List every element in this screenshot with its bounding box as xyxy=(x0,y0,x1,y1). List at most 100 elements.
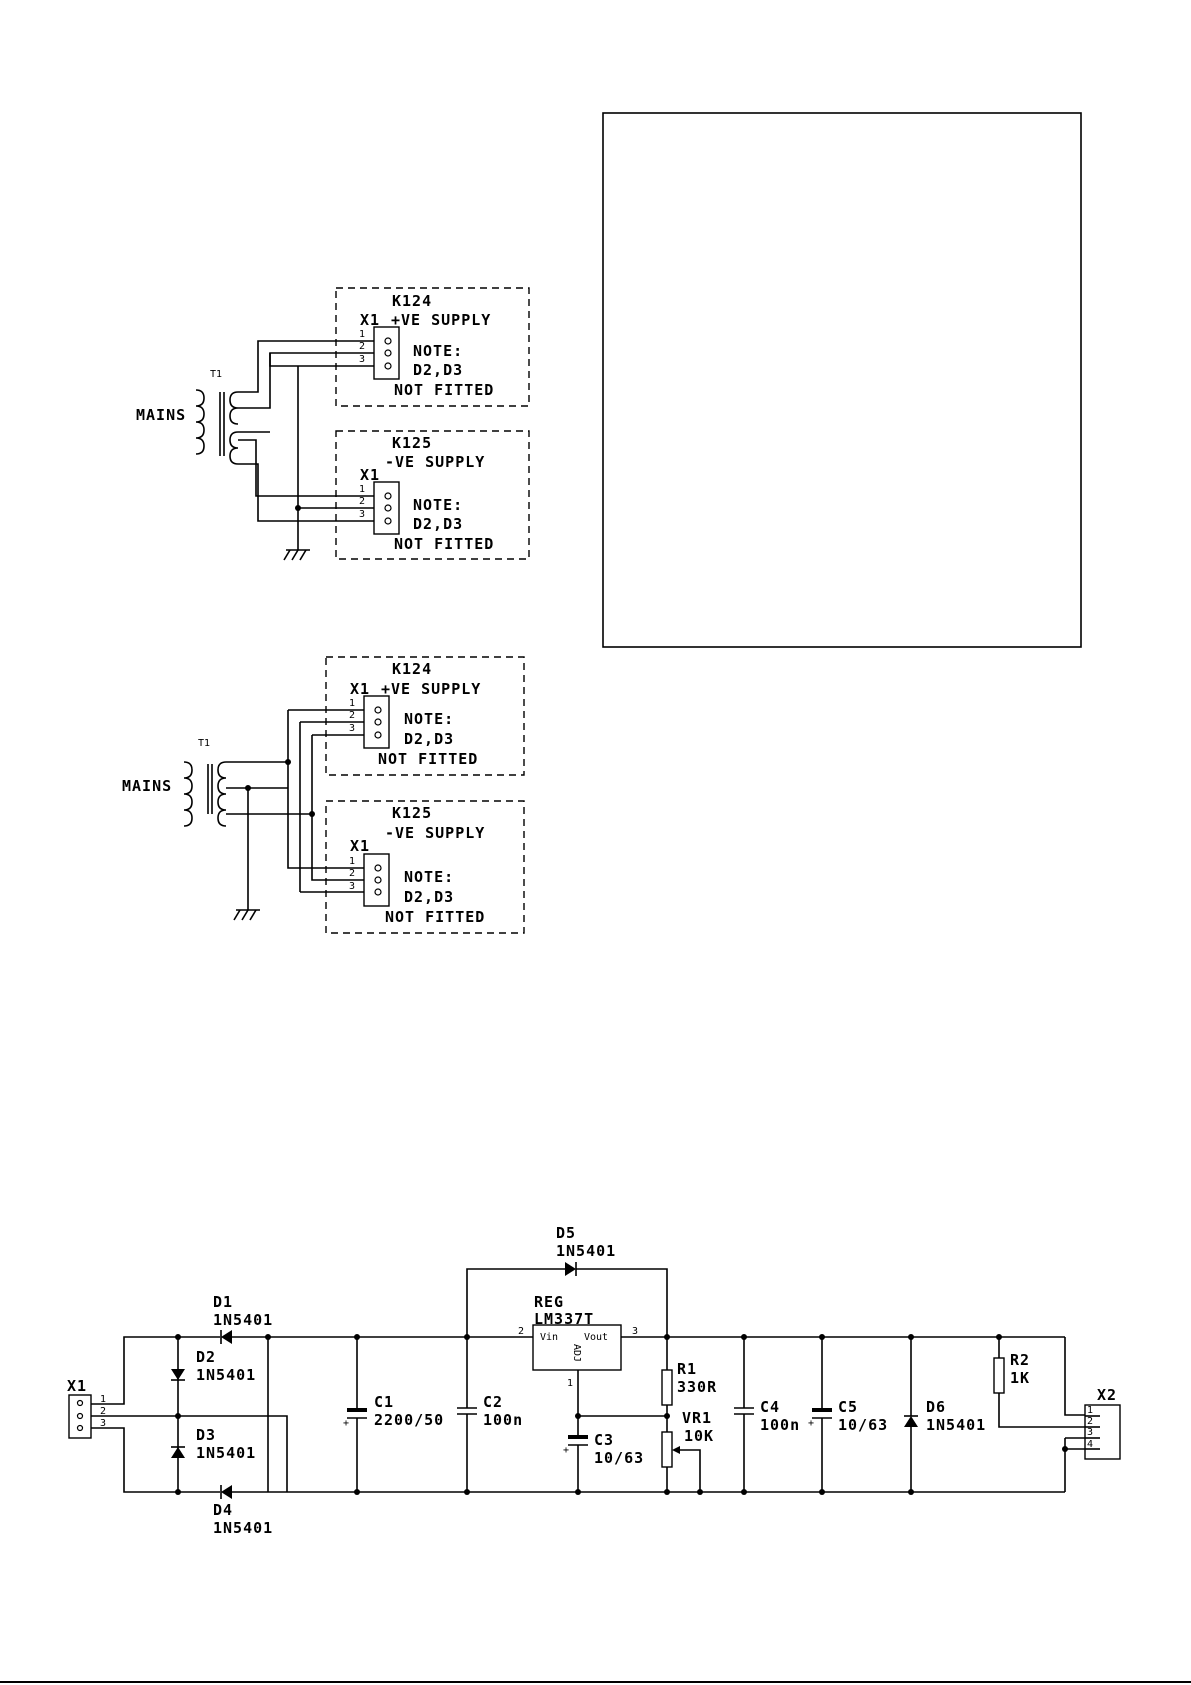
mains-label: MAINS xyxy=(122,777,172,795)
transformer-label: T1 xyxy=(198,738,210,749)
connector-x2-label: X2 xyxy=(1097,1386,1117,1404)
note-diodes: D2,D3 xyxy=(404,730,454,748)
note-not-fitted: NOT FITTED xyxy=(394,535,494,553)
d3-value: 1N5401 xyxy=(196,1444,256,1462)
r2-value: 1K xyxy=(1010,1369,1030,1387)
reg-value: LM337T xyxy=(534,1310,594,1328)
transformer-label: T1 xyxy=(210,369,222,380)
vr1-value: 10K xyxy=(684,1427,714,1445)
c3-value: 10/63 xyxy=(594,1449,644,1467)
connector-x2 xyxy=(1084,1404,1121,1460)
c1-ref: C1 xyxy=(374,1393,394,1411)
note-diodes: D2,D3 xyxy=(404,888,454,906)
pin-1-label: 1 xyxy=(349,698,355,709)
reg-vout-label: Vout xyxy=(584,1332,608,1343)
pin-3-label: 3 xyxy=(349,881,355,892)
connector-x1-label: X1 xyxy=(67,1377,87,1395)
note-label: NOTE: xyxy=(413,342,463,360)
board-k124-title: +VE SUPPLY xyxy=(381,680,481,698)
r1-body xyxy=(661,1369,673,1406)
d2-ref: D2 xyxy=(196,1348,216,1366)
d6-value: 1N5401 xyxy=(926,1416,986,1434)
pin-3-label: 3 xyxy=(359,354,365,365)
pin-1-label: 1 xyxy=(349,856,355,867)
board-k124-connector: X1 xyxy=(360,311,380,329)
c5-polarity: + xyxy=(808,1418,814,1429)
d4-ref: D4 xyxy=(213,1501,233,1519)
board-k125-name: K125 xyxy=(392,804,432,822)
note-diodes: D2,D3 xyxy=(413,361,463,379)
pin-1-label: 1 xyxy=(359,484,365,495)
wiring-diagram-2: MAINS T1 K124 X1 +VE SUPPLY 1 2 3 xyxy=(122,656,525,934)
pin-2-label: 2 xyxy=(359,496,365,507)
reg-adj-label: ADJ xyxy=(571,1344,582,1362)
board-k125-connector: X1 xyxy=(350,837,370,855)
x2-pin-2-label: 2 xyxy=(1087,1416,1093,1427)
c5-ref: C5 xyxy=(838,1398,858,1416)
reg-pin-out: 3 xyxy=(632,1326,638,1337)
board-k125-title: -VE SUPPLY xyxy=(385,824,485,842)
mains-label: MAINS xyxy=(136,406,186,424)
reg-ref: REG xyxy=(534,1293,564,1311)
x2-pin-4-label: 4 xyxy=(1087,1439,1093,1450)
note-label: NOTE: xyxy=(413,496,463,514)
board-k124-name: K124 xyxy=(392,292,432,310)
board-k124-connector: X1 xyxy=(350,680,370,698)
r2-ref: R2 xyxy=(1010,1351,1030,1369)
transformer-secondary-1 xyxy=(229,391,239,425)
note-not-fitted: NOT FITTED xyxy=(378,750,478,768)
reg-vin-label: Vin xyxy=(540,1332,558,1343)
note-not-fitted: NOT FITTED xyxy=(385,908,485,926)
board-k124-outline xyxy=(325,656,525,776)
regulator-schematic: X1 1 2 3 D2 1N5401 D3 1N5401 D1 1N5401 xyxy=(67,1224,1121,1537)
x1-pin-3-label: 3 xyxy=(100,1418,106,1429)
c2-value: 100n xyxy=(483,1411,523,1429)
d5-value: 1N5401 xyxy=(556,1242,616,1260)
d2-value: 1N5401 xyxy=(196,1366,256,1384)
note-not-fitted: NOT FITTED xyxy=(394,381,494,399)
c1-value: 2200/50 xyxy=(374,1411,444,1429)
reg-pin-adj: 1 xyxy=(567,1378,573,1389)
board-k124-outline xyxy=(335,287,530,407)
pin-2-label: 2 xyxy=(349,868,355,879)
board-k124-title: +VE SUPPLY xyxy=(391,311,491,329)
board-k125-title: -VE SUPPLY xyxy=(385,453,485,471)
c2-ref: C2 xyxy=(483,1393,503,1411)
regulator-body xyxy=(532,1324,622,1371)
c3-polarity: + xyxy=(563,1445,569,1456)
r2-body xyxy=(993,1357,1005,1394)
note-diodes: D2,D3 xyxy=(413,515,463,533)
c1-polarity: + xyxy=(343,1418,349,1429)
c4-value: 100n xyxy=(760,1416,800,1434)
transformer-primary xyxy=(183,761,193,827)
reg-pin-in: 2 xyxy=(518,1326,524,1337)
transformer-secondary-2 xyxy=(229,431,239,465)
x1-pin-1-label: 1 xyxy=(100,1394,106,1405)
x2-pin-3-label: 3 xyxy=(1087,1427,1093,1438)
d1-ref: D1 xyxy=(213,1293,233,1311)
board-k125-outline xyxy=(325,800,525,934)
vr1-body xyxy=(661,1431,673,1468)
transformer-secondary xyxy=(217,761,227,827)
vr1-ref: VR1 xyxy=(682,1409,712,1427)
blank-frame xyxy=(602,112,1082,648)
pin-1-label: 1 xyxy=(359,329,365,340)
x2-pin-1-label: 1 xyxy=(1087,1405,1093,1416)
d6-ref: D6 xyxy=(926,1398,946,1416)
d3-ref: D3 xyxy=(196,1426,216,1444)
d5-ref: D5 xyxy=(556,1224,576,1242)
board-k125-outline xyxy=(335,430,530,560)
note-label: NOTE: xyxy=(404,868,454,886)
pin-3-label: 3 xyxy=(359,509,365,520)
x1-pin-2-label: 2 xyxy=(100,1406,106,1417)
pin-2-label: 2 xyxy=(349,710,355,721)
board-k124-name: K124 xyxy=(392,660,432,678)
c5-value: 10/63 xyxy=(838,1416,888,1434)
c4-ref: C4 xyxy=(760,1398,780,1416)
pin-2-label: 2 xyxy=(359,341,365,352)
board-k125-connector: X1 xyxy=(360,466,380,484)
wiring-diagram-1: MAINS T1 K124 X1 +VE SUPPLY 1 2 xyxy=(136,287,530,561)
c3-ref: C3 xyxy=(594,1431,614,1449)
d1-value: 1N5401 xyxy=(213,1311,273,1329)
